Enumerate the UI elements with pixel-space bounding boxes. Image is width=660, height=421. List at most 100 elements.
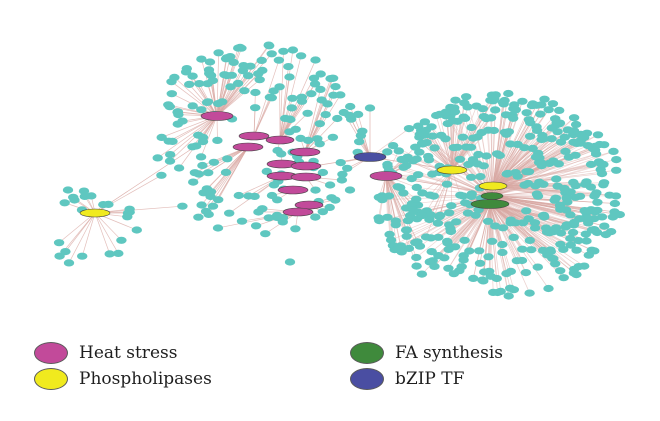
gene-node <box>306 90 317 98</box>
gene-node <box>449 104 460 112</box>
gene-node <box>417 212 428 220</box>
gene-node <box>180 68 192 76</box>
gene-node <box>473 150 484 159</box>
gene-node <box>345 102 356 111</box>
heat-stress-swatch <box>34 342 68 364</box>
gene-node <box>220 168 232 176</box>
gene-node <box>352 110 364 118</box>
gene-node <box>310 186 321 194</box>
edge <box>489 203 549 289</box>
gene-node <box>444 209 455 217</box>
gene-node <box>266 191 278 200</box>
edge <box>489 203 575 270</box>
gene-node <box>519 144 530 152</box>
gene-node <box>284 115 295 123</box>
hub-node-heat-stress <box>200 111 234 121</box>
edge <box>472 203 491 279</box>
gene-node <box>550 194 561 202</box>
edge <box>171 81 218 117</box>
gene-node <box>124 205 135 213</box>
edge <box>216 79 260 117</box>
gene-node <box>113 249 124 257</box>
edge <box>448 203 491 269</box>
gene-node <box>173 164 185 172</box>
gene-node <box>398 189 409 197</box>
gene-node <box>152 154 163 162</box>
gene-node <box>224 209 235 217</box>
gene-node <box>611 156 622 164</box>
edge <box>492 154 576 187</box>
edge <box>174 77 218 117</box>
hub-node-fa-synthesis <box>480 192 504 200</box>
gene-node <box>505 267 516 275</box>
gene-node <box>485 114 497 122</box>
gene-node <box>501 170 512 178</box>
edge <box>491 195 544 216</box>
gene-node <box>440 108 451 116</box>
gene-node <box>284 258 296 266</box>
edge <box>491 195 592 211</box>
hub-node-phospholipases <box>79 208 111 218</box>
hub-node-bzip-tf <box>353 152 387 162</box>
hub-node-fa-synthesis <box>470 199 510 209</box>
gene-node <box>204 58 216 66</box>
gene-node <box>197 161 208 170</box>
gene-node <box>377 194 388 202</box>
gene-node <box>482 217 494 225</box>
gene-node <box>485 272 496 280</box>
hub-node-phospholipases <box>478 181 508 191</box>
gene-node <box>560 147 571 155</box>
gene-node <box>295 52 307 60</box>
gene-node <box>226 71 237 79</box>
gene-node <box>195 153 207 161</box>
hub-node-heat-stress <box>282 207 314 217</box>
gene-node <box>501 130 512 138</box>
gene-node <box>448 144 460 152</box>
edge <box>435 115 453 171</box>
gene-node <box>582 214 593 222</box>
gene-node <box>477 105 488 113</box>
gene-node <box>403 244 415 252</box>
gene-node <box>395 184 406 192</box>
gene-node <box>344 186 356 194</box>
edge <box>491 188 565 197</box>
gene-node <box>443 264 454 272</box>
gene-node <box>382 213 393 221</box>
gene-node <box>442 120 453 128</box>
edge <box>464 203 491 241</box>
gene-node <box>543 106 554 114</box>
gene-node <box>551 118 562 126</box>
gene-node <box>337 170 348 178</box>
gene-node <box>517 245 528 253</box>
gene-node <box>314 140 325 148</box>
gene-node <box>517 219 529 227</box>
gene-node <box>604 191 615 199</box>
gene-node <box>523 116 535 124</box>
gene-node <box>156 171 167 179</box>
edge <box>482 203 491 281</box>
gene-node <box>310 213 321 221</box>
gene-node <box>69 196 80 204</box>
gene-node <box>592 131 604 139</box>
gene-node <box>253 70 264 78</box>
gene-node <box>263 41 274 49</box>
edge <box>491 195 561 210</box>
gene-node <box>317 168 329 177</box>
edge <box>94 212 111 255</box>
gene-node <box>497 248 508 257</box>
edge <box>489 203 579 267</box>
gene-node <box>187 143 198 151</box>
gene-node <box>457 133 469 141</box>
gene-node <box>511 257 523 265</box>
gene-node <box>429 262 440 270</box>
gene-node <box>336 176 348 184</box>
gene-node <box>342 164 353 172</box>
gene-node <box>475 173 486 181</box>
edge <box>491 191 571 197</box>
hub-node-heat-stress <box>232 142 264 152</box>
gene-node <box>443 245 454 253</box>
gene-node <box>411 195 422 203</box>
gene-node <box>450 96 461 104</box>
gene-node <box>574 215 585 223</box>
gene-node <box>236 217 248 225</box>
